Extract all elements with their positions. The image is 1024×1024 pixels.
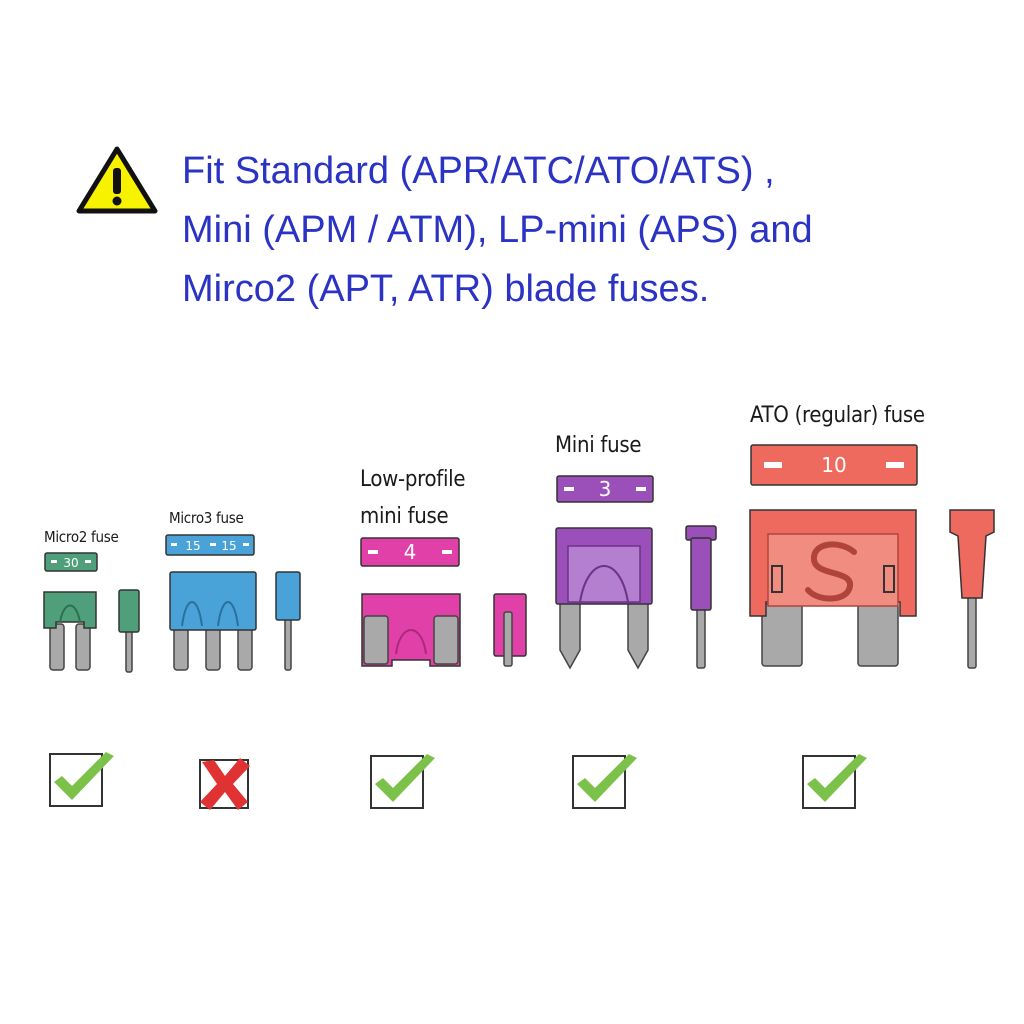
mini-fuse-side: [685, 525, 717, 669]
headline-line-1: Fit Standard (APR/ATC/ATO/ATS) ,: [182, 150, 775, 192]
micro2-fuse-plate: 30: [44, 552, 98, 572]
mini-checkmark-icon: [572, 754, 637, 809]
micro2-fuse-side: [118, 589, 140, 673]
headline-line-3: Mirco2 (APT, ATR) blade fuses.: [182, 268, 710, 310]
low-profile-label-line-1: Low-profile: [360, 467, 466, 492]
micro3-fuse-front: [169, 571, 257, 671]
micro3-fuse-label: Micro3 fuse: [169, 509, 244, 527]
ato-checkmark-icon: [802, 754, 867, 809]
mini-fuse-rating: 3: [599, 477, 612, 501]
low-profile-checkmark-icon: [370, 754, 435, 809]
low-profile-fuse-plate: 4: [360, 537, 460, 567]
low-profile-label-line-2: mini fuse: [360, 504, 449, 529]
low-profile-fuse-side: [493, 593, 527, 667]
mini-fuse-plate: 3: [556, 475, 654, 503]
micro2-fuse-front: [43, 591, 97, 671]
ato-fuse-side: [949, 509, 995, 669]
low-profile-mini-fuse-label: Low-profile mini fuse: [360, 461, 466, 535]
low-profile-fuse-front: [361, 593, 461, 667]
micro2-fuse-label: Micro2 fuse: [44, 528, 119, 546]
low-profile-rating: 4: [404, 540, 417, 564]
ato-fuse-plate: 10: [750, 444, 918, 486]
micro2-rating: 30: [63, 556, 78, 570]
headline-line-2: Mini (APM / ATM), LP-mini (APS) and: [182, 209, 813, 251]
ato-fuse-label: ATO (regular) fuse: [750, 403, 925, 428]
micro3-rating: 15: [185, 539, 200, 553]
micro3-rating-2: 15: [221, 539, 236, 553]
compatibility-headline: Fit Standard (APR/ATC/ATO/ATS) , Mini (A…: [182, 142, 982, 319]
micro3-cross-icon: [199, 758, 250, 810]
ato-rating: 10: [821, 453, 846, 477]
ato-fuse-front: [749, 509, 917, 667]
micro2-checkmark-icon: [49, 752, 114, 807]
micro3-fuse-side: [275, 571, 301, 671]
mini-fuse-front: [555, 527, 653, 670]
mini-fuse-label: Mini fuse: [555, 433, 642, 458]
warning-triangle-icon: [76, 146, 158, 214]
micro3-fuse-plate: 15 15: [165, 534, 255, 556]
